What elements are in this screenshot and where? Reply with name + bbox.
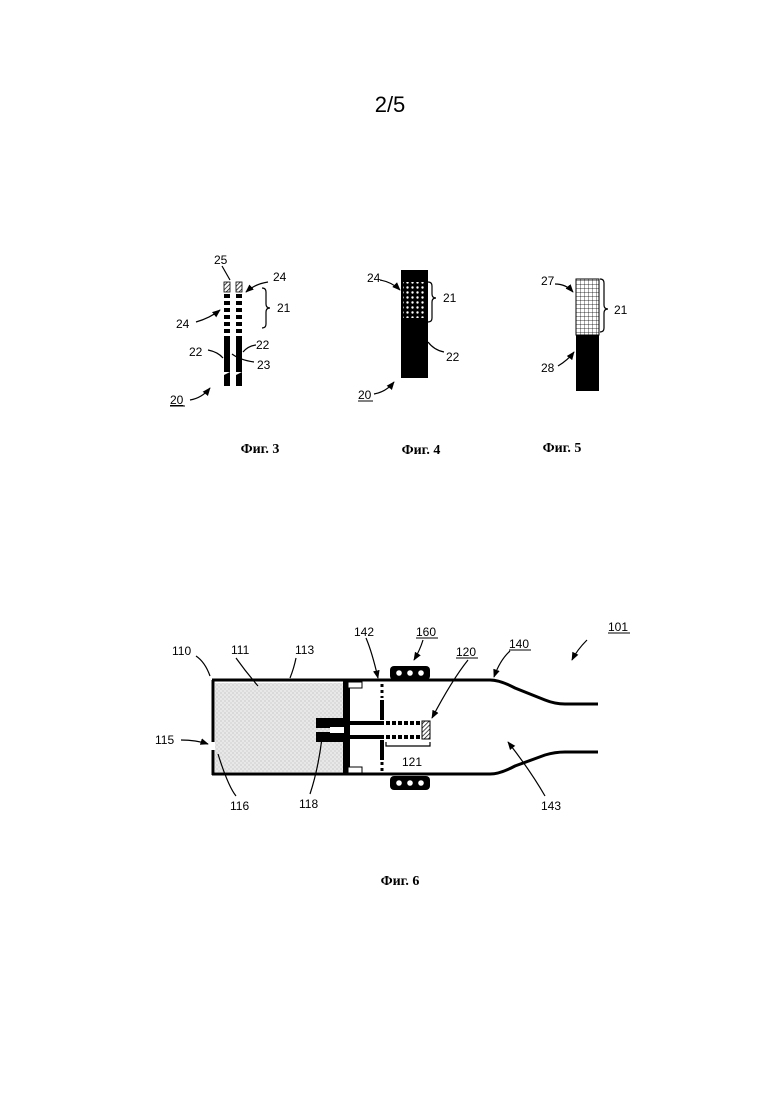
fig4-label-20: 20 <box>358 388 372 402</box>
fig4-caption: Фиг. 4 <box>402 443 441 458</box>
fig6-label-143: 143 <box>541 799 561 813</box>
fig6-label-111: 111 <box>231 643 250 657</box>
fig3-label-22-left: 22 <box>189 345 203 359</box>
fig3-label-24-right: 24 <box>273 270 287 284</box>
fig6-label-160: 160 <box>416 625 436 639</box>
figure-5: 27 21 28 Фиг. 5 <box>541 274 628 456</box>
fig6-coil-160-top <box>390 666 430 680</box>
fig3-right-wall <box>236 282 242 386</box>
fig3-label-21: 21 <box>277 301 291 315</box>
fig4-label-21: 21 <box>443 291 457 305</box>
fig6-center-tube-top <box>344 721 384 725</box>
figure-3: 25 24 21 24 22 22 23 20 Фиг. 3 <box>170 253 291 457</box>
figure-4: 24 21 22 20 Фиг. 4 <box>358 270 460 458</box>
fig3-left-wall <box>224 282 230 386</box>
fig5-solid-region <box>576 335 599 391</box>
fig6-label-115: 115 <box>155 733 174 747</box>
fig5-caption: Фиг. 5 <box>543 441 582 456</box>
fig4-bracket-21 <box>428 282 436 322</box>
fig6-label-118: 118 <box>299 797 318 811</box>
fig6-center-tube-bottom <box>344 735 384 739</box>
fig3-bracket-21 <box>262 288 270 328</box>
fig5-label-21: 21 <box>614 303 628 317</box>
page-number: 2/5 <box>375 92 406 117</box>
fig6-label-110: 110 <box>172 644 191 658</box>
fig3-caption: Фиг. 3 <box>241 442 280 457</box>
fig4-label-24: 24 <box>367 271 381 285</box>
fig5-grid-region <box>576 279 599 335</box>
fig6-label-142: 142 <box>354 625 374 639</box>
fig6-label-121: 121 <box>402 755 422 769</box>
fig5-label-27: 27 <box>541 274 555 288</box>
fig6-label-101: 101 <box>608 620 628 634</box>
fig3-label-25: 25 <box>214 253 228 267</box>
fig3-label-22-right: 22 <box>256 338 270 352</box>
fig4-perforated-region <box>403 282 426 318</box>
fig6-label-113: 113 <box>295 643 314 657</box>
fig6-partition-142 <box>380 700 384 720</box>
fig6-caption: Фиг. 6 <box>381 874 420 889</box>
fig4-label-22: 22 <box>446 350 460 364</box>
fig5-bracket-21 <box>600 279 608 332</box>
fig6-label-120: 120 <box>456 645 476 659</box>
fig6-feed-118 <box>316 718 344 728</box>
fig6-bulkhead <box>343 680 350 774</box>
fig5-label-28: 28 <box>541 361 555 375</box>
figure-6: 101 110 111 113 142 160 120 140 115 121 … <box>155 620 630 889</box>
fig6-bracket-121 <box>386 742 430 746</box>
fig3-label-24-left: 24 <box>176 317 190 331</box>
fig6-label-140: 140 <box>509 637 529 651</box>
fig3-label-23: 23 <box>257 358 271 372</box>
fig6-coil-160-bottom <box>390 776 430 790</box>
fig6-heater-wick-120 <box>386 721 430 739</box>
fig6-label-116: 116 <box>230 799 249 813</box>
fig3-label-20: 20 <box>170 393 184 407</box>
